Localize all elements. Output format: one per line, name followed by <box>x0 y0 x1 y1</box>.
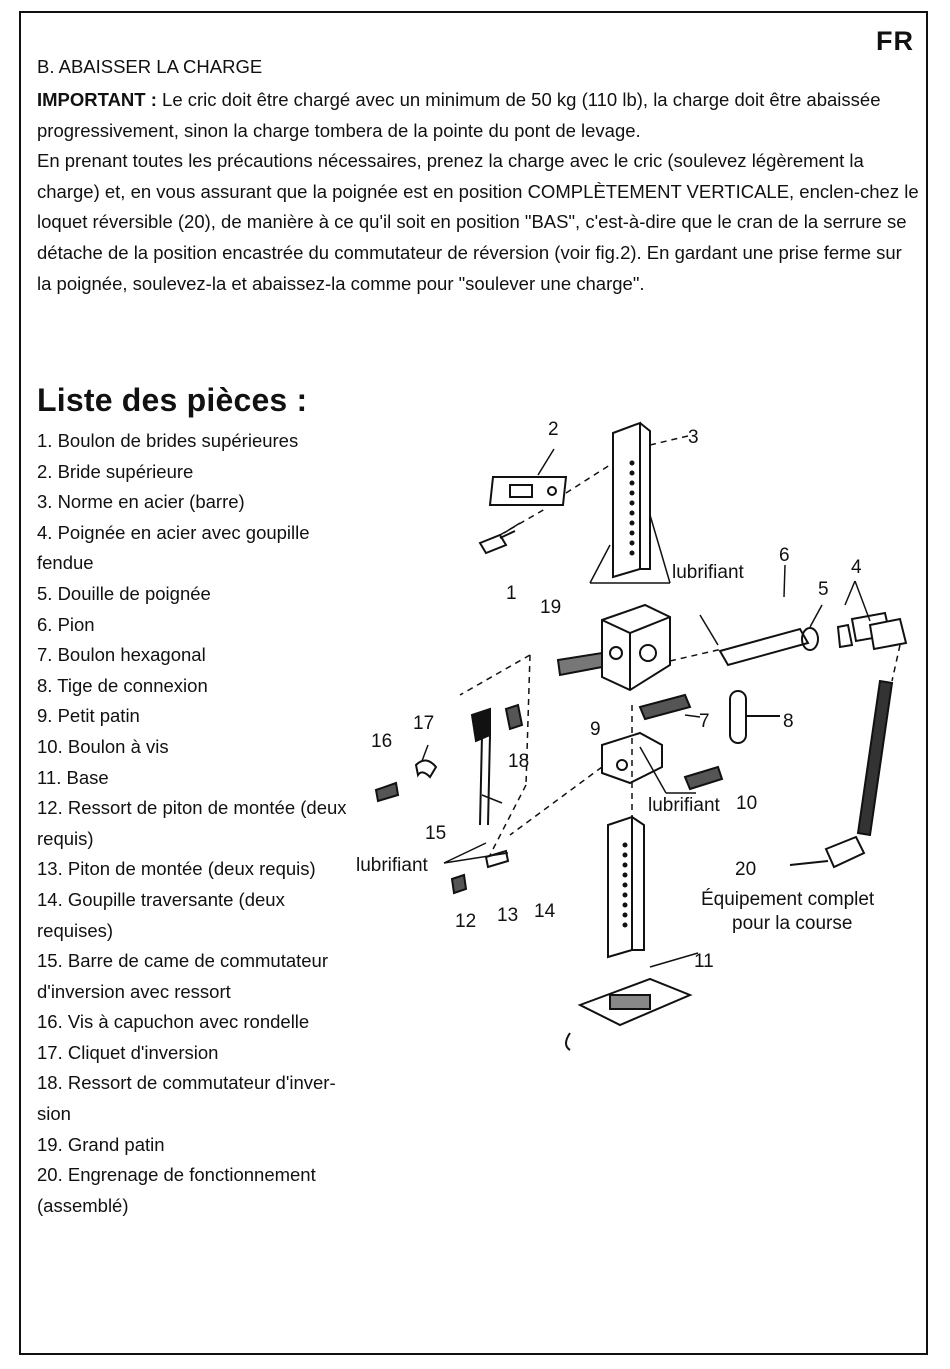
instruction-paragraph: En prenant toutes les précautions nécess… <box>37 150 919 294</box>
callout-16: 16 <box>371 731 392 752</box>
callout-13: 13 <box>497 905 518 926</box>
part-item: 6. Pion <box>37 613 95 635</box>
part-item: 1. Boulon de brides supérieures <box>37 430 299 451</box>
important-text: Le cric doit être chargé avec un minimum… <box>37 89 881 141</box>
callout-18: 18 <box>508 751 529 772</box>
exploded-parts-diagram: 1 2 3 4 5 6 7 8 9 10 11 12 13 14 15 16 1… <box>356 419 908 1051</box>
part-item: 2. Bride supérieure <box>37 460 194 482</box>
important-label: IMPORTANT : <box>37 89 157 110</box>
part-item: 4. Poignée en acier avec goupille fendue <box>37 521 310 574</box>
leader-lines <box>421 448 871 968</box>
part-item: 17. Cliquet d'inversion <box>37 1041 219 1063</box>
part-item: 8. Tige de connexion <box>37 674 208 696</box>
callout-6: 6 <box>779 545 790 566</box>
lubricant-label-top: lubrifiant <box>672 562 745 583</box>
lubricant-label-middle: lubrifiant <box>648 795 721 816</box>
callout-8: 8 <box>783 711 794 732</box>
section-title: B. ABAISSER LA CHARGE <box>37 56 263 77</box>
callout-11: 11 <box>694 951 714 972</box>
callout-2: 2 <box>548 419 559 440</box>
part-item: 15. Barre de came de commutateur d'inver… <box>37 950 329 1002</box>
part-item: 20. Engrenage de fonctionnement (assembl… <box>37 1164 316 1216</box>
part-item: 5. Douille de poignée <box>37 582 211 604</box>
body-text: IMPORTANT : Le cric doit être chargé ave… <box>37 85 921 299</box>
part-item: 10. Boulon à vis <box>37 735 169 757</box>
callout-20: 20 <box>735 859 756 880</box>
callout-5: 5 <box>818 579 829 600</box>
callout-19: 19 <box>540 597 561 618</box>
part-item: 16. Vis à capuchon avec rondelle <box>37 1011 310 1033</box>
callout-3: 3 <box>688 427 699 448</box>
callout-9: 9 <box>590 719 601 740</box>
important-paragraph: IMPORTANT : Le cric doit être chargé ave… <box>37 85 921 146</box>
parts-heading: Liste des pièces : <box>37 382 308 418</box>
part-item: 11. Base <box>37 766 109 788</box>
lubricant-label-left: lubrifiant <box>356 855 429 876</box>
callout-numbers: 1 2 3 4 5 6 7 8 9 10 11 12 13 14 15 16 1… <box>371 419 862 972</box>
page-frame <box>19 11 928 1355</box>
caption-line-1: Équipement complet <box>701 889 875 910</box>
diagram-drawing <box>374 421 908 1051</box>
callout-7: 7 <box>699 711 710 732</box>
part-item: 12. Ressort de piton de montée (deux req… <box>37 797 347 849</box>
part-item: 9. Petit patin <box>37 705 140 727</box>
callout-1: 1 <box>506 583 517 604</box>
callout-12: 12 <box>455 911 476 932</box>
assembly-guides <box>459 434 901 856</box>
language-code: FR <box>876 26 914 56</box>
callout-14: 14 <box>534 901 556 922</box>
parts-list: 1. Boulon de brides supérieures 2. Bride… <box>37 426 355 1221</box>
part-item: 13. Piton de montée (deux requis) <box>37 858 316 880</box>
callout-17: 17 <box>413 713 434 734</box>
part-item: 14. Goupille traversante (deux requises) <box>37 888 285 941</box>
callout-15: 15 <box>425 823 446 844</box>
part-item: 18. Ressort de commutateur d'inver-sion <box>37 1072 336 1125</box>
part-item: 7. Boulon hexagonal <box>37 644 206 666</box>
part-item: 19. Grand patin <box>37 1133 165 1155</box>
part-item: 3. Norme en acier (barre) <box>37 491 245 513</box>
caption-line-2: pour la course <box>732 913 852 934</box>
callout-4: 4 <box>851 557 862 578</box>
callout-10: 10 <box>736 793 757 814</box>
